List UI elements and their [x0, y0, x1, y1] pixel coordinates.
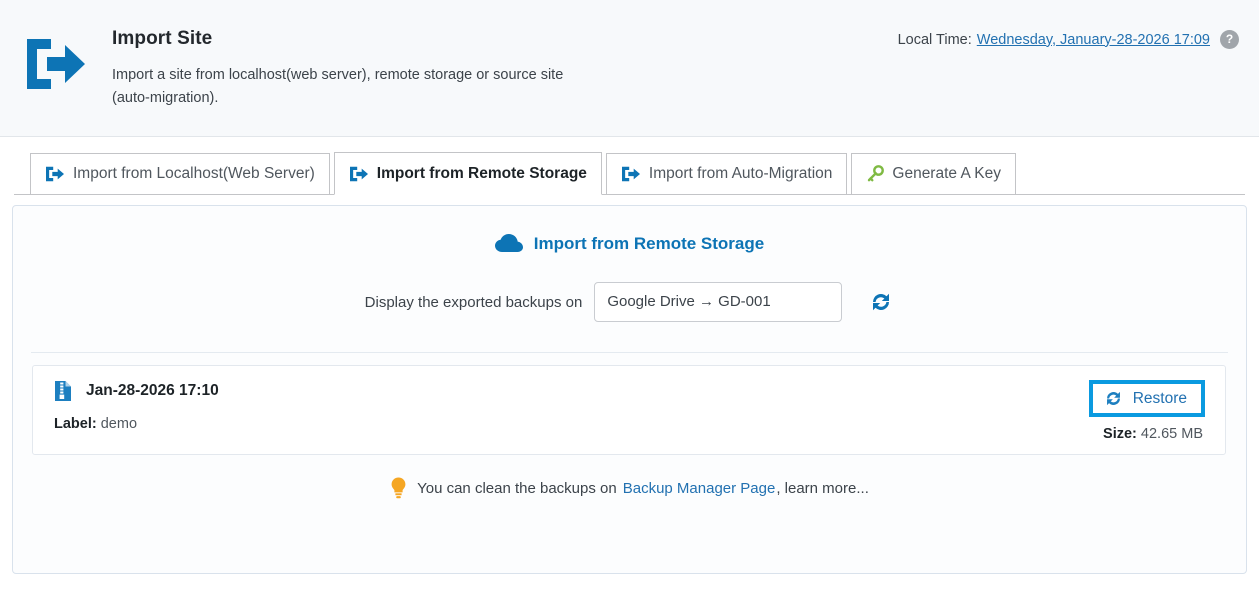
backup-actions: Restore Size: 42.65 MB — [1088, 380, 1211, 442]
restore-button-label: Restore — [1132, 389, 1187, 407]
refresh-icon — [1103, 388, 1124, 409]
backup-size-value: 42.65 MB — [1140, 426, 1203, 442]
refresh-storage-icon[interactable] — [868, 289, 894, 315]
panel-title-text: Import from Remote Storage — [533, 234, 765, 253]
backup-size: Size: 42.65 MB — [1103, 426, 1205, 442]
header-texts: Import Site Import a site from localhost… — [112, 0, 592, 110]
local-time-label: Local Time: — [897, 31, 972, 48]
remote-storage-panel: Import from Remote Storage Display the e… — [12, 205, 1247, 574]
panel-title-row: Import from Remote Storage — [13, 206, 1246, 254]
backup-label-row: Label: demo — [54, 416, 219, 432]
backup-info: Jan-28-2026 17:10 Label: demo — [51, 380, 219, 432]
hint-text-after: , learn more... — [776, 479, 869, 497]
backup-name-row: Jan-28-2026 17:10 — [54, 380, 219, 402]
hint-row: You can clean the backups on Backup Mana… — [13, 477, 1246, 499]
backup-size-key: Size: — [1103, 426, 1137, 442]
help-icon[interactable]: ? — [1220, 30, 1239, 49]
tab-label: Generate A Key — [892, 165, 1001, 182]
local-time-link[interactable]: Wednesday, January-28-2026 17:09 — [976, 31, 1210, 48]
backup-label-key: Label: — [54, 416, 97, 432]
tab-strip: Import from Localhost(Web Server) Import… — [0, 137, 1259, 195]
key-icon — [866, 165, 885, 183]
panel-divider — [31, 352, 1228, 353]
storage-selector-row: Display the exported backups on Google D… — [13, 282, 1246, 322]
local-time-block: Local Time: Wednesday, January-28-2026 1… — [898, 30, 1239, 49]
tab-label: Import from Remote Storage — [376, 164, 587, 182]
page-title: Import Site — [112, 28, 213, 49]
backup-manager-page-link[interactable]: Backup Manager Page — [622, 479, 776, 497]
tab-import-from-auto-migration[interactable]: Import from Auto-Migration — [605, 153, 848, 195]
tab-import-from-localhost[interactable]: Import from Localhost(Web Server) — [30, 153, 330, 195]
cloud-icon — [494, 234, 523, 254]
tab-generate-a-key[interactable]: Generate A Key — [851, 153, 1016, 195]
backup-name: Jan-28-2026 17:10 — [86, 382, 219, 399]
tab-label: Import from Localhost(Web Server) — [73, 165, 315, 182]
backup-list-item: Jan-28-2026 17:10 Label: demo Restore Si… — [32, 365, 1226, 455]
storage-selector-label: Display the exported backups on — [364, 293, 583, 311]
backup-label-value: demo — [100, 416, 138, 432]
storage-select[interactable]: Google Drive → GD-001 — [594, 282, 843, 322]
header-icon-wrap — [0, 0, 112, 100]
export-arrow-icon — [23, 33, 89, 100]
restore-button[interactable]: Restore — [1088, 380, 1205, 417]
page-header: Import Site Import a site from localhost… — [0, 0, 1259, 137]
page-description: Import a site from localhost(web server)… — [112, 67, 564, 106]
zip-file-icon — [54, 380, 72, 402]
export-arrow-icon — [349, 165, 369, 183]
tab-label: Import from Auto-Migration — [648, 165, 833, 182]
tab-import-from-remote-storage[interactable]: Import from Remote Storage — [333, 152, 602, 195]
export-arrow-icon — [621, 165, 641, 183]
lightbulb-icon — [390, 477, 407, 499]
hint-text-before: You can clean the backups on — [417, 479, 617, 497]
export-arrow-icon — [45, 165, 65, 183]
